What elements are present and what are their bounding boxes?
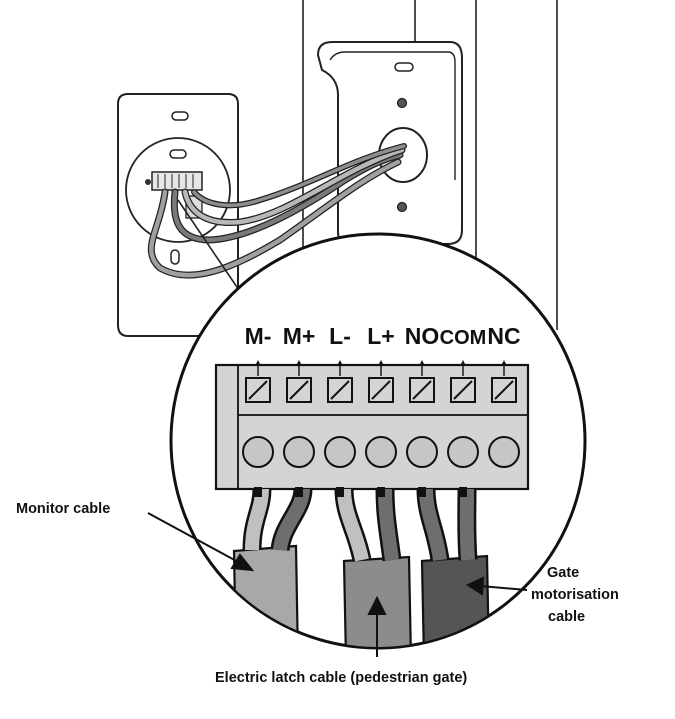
terminal-arrow-head-1 [255,360,261,366]
terminal-label-1: M- [245,323,272,349]
wire-4 [378,488,399,561]
terminal-arrow-head-2 [296,360,302,366]
wire-end-6 [459,487,467,497]
wire-hole-6 [447,436,479,468]
terminal-arrow-head-6 [460,360,466,366]
wire-end-4 [377,487,385,497]
screw-slot-1 [248,380,268,400]
gate-cable-sheath [420,554,491,647]
monitor-cable-label: Monitor cable [16,501,110,517]
screw-slot-2 [289,380,309,400]
wire-6 [459,488,475,561]
terminal-label-4: L+ [367,323,394,349]
monitor-arrow-head [230,553,255,572]
terminal-arrow-head-5 [419,360,425,366]
wire-hole-3 [324,436,356,468]
screw-slot-3 [330,380,350,400]
screw-slot-6 [453,380,473,400]
screw-slot-5 [412,380,432,400]
gate-cable-label-1: Gate [547,565,579,581]
outdoor-unit-bracket [316,41,463,245]
terminal-label-7: NC [487,323,520,349]
terminal-wires [242,487,478,563]
wire-end-3 [336,487,344,497]
terminal-label-6: COM [440,327,487,349]
magnifier-leader [177,199,244,297]
latch-arrow-head [367,595,387,615]
terminal-label-5: NO [405,323,440,349]
terminal-arrow-head-7 [501,360,507,366]
wire-5 [419,488,447,562]
wire-hole-1 [242,436,274,468]
wire-hole-7 [488,436,520,468]
wire-hole-2 [283,436,315,468]
latch-cable-label: Electric latch cable (pedestrian gate) [215,670,467,686]
gate-arrow-head [465,576,485,596]
gate-cable-label-3: cable [548,609,585,625]
wire-end-1 [254,487,262,497]
callout-arrows [147,512,528,657]
wire-end-5 [418,487,426,497]
wire-3 [337,488,369,562]
terminal-screws [242,377,520,468]
terminal-label-3: L- [329,323,351,349]
wire-hole-4 [365,436,397,468]
terminal-arrow-head-4 [378,360,384,366]
routed-cables [147,143,407,279]
screw-slot-7 [494,380,514,400]
wire-hole-5 [406,436,438,468]
wire-end-2 [295,487,303,497]
screw-slot-4 [371,380,391,400]
terminal-label-2: M+ [283,323,316,349]
gate-cable-label-2: motorisation [531,587,619,603]
terminal-arrow-head-3 [337,360,343,366]
